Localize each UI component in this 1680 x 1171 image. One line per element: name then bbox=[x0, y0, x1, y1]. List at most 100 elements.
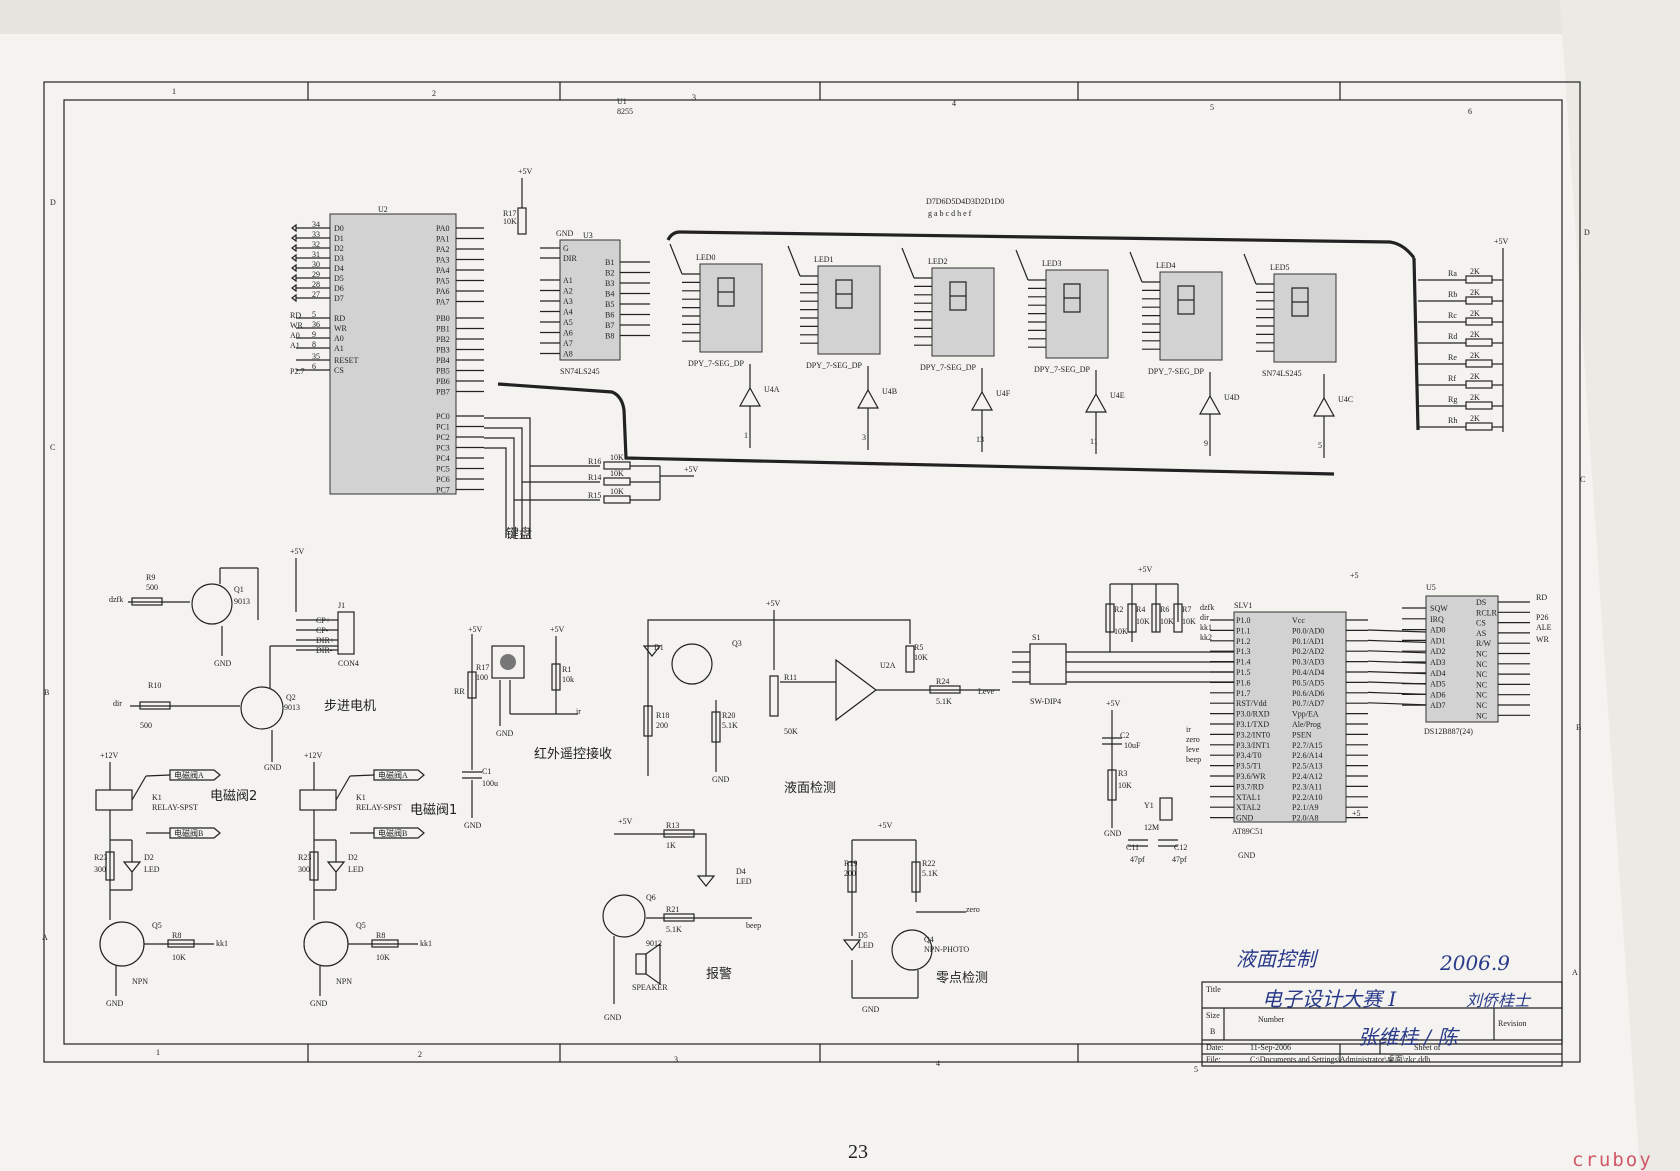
r17-value: 10K bbox=[503, 217, 517, 226]
c1-gnd: GND bbox=[464, 821, 482, 830]
col-marker: 2 bbox=[432, 89, 436, 98]
zero-detect: +5V R19 200 R22 5.1K zero D5 LED Q4 NPN-… bbox=[842, 821, 988, 1014]
display-label: LED5 bbox=[1270, 263, 1290, 272]
r9-label: R9 bbox=[146, 573, 155, 582]
buffer-pin: 9 bbox=[1204, 439, 1208, 448]
col-marker: 6 bbox=[1468, 107, 1472, 116]
sig-kk1: kk1 bbox=[420, 939, 432, 948]
handwritten-title: 液面控制 bbox=[1236, 947, 1319, 971]
u3-gnd: GND bbox=[556, 229, 574, 238]
r10-label: R10 bbox=[148, 681, 161, 690]
u2-pin-number: 5 bbox=[312, 310, 316, 319]
u5-pin-left: AD2 bbox=[1430, 647, 1446, 656]
sig-ir: ir bbox=[576, 707, 581, 716]
u3-part: SN74LS245 bbox=[560, 367, 600, 376]
display-part: DPY_7-SEG_DP bbox=[1148, 367, 1205, 376]
u2a-opamp bbox=[835, 658, 877, 722]
pullup-value: 2K bbox=[1470, 309, 1480, 318]
pullup-bus bbox=[1412, 257, 1420, 431]
zero-label: 零点检测 bbox=[936, 971, 988, 986]
buffer-pin: 13 bbox=[976, 435, 984, 444]
kb-resistor-label: R16 bbox=[588, 457, 601, 466]
reset-crystal: +5V C2 10uF R3 10K GND Y1 12M C11 C12 47… bbox=[1102, 699, 1256, 864]
level-label: 液面检测 bbox=[784, 781, 836, 796]
sol-supply: +12V bbox=[304, 751, 323, 760]
slv1-signal: ir bbox=[1186, 725, 1191, 734]
slv1-signal: leve bbox=[1186, 745, 1200, 754]
u3-pin-label: B2 bbox=[605, 269, 614, 278]
r3-value: 10K bbox=[1118, 781, 1132, 790]
slv1-pin-right: P0.3/AD3 bbox=[1292, 658, 1324, 667]
r8-value: 10K bbox=[376, 953, 390, 962]
ir-receiver: +5V RR R17 100 +5V R1 10k ir GND C1 100u… bbox=[454, 625, 612, 830]
kb-resistor-label: R15 bbox=[588, 491, 601, 500]
display-label: LED2 bbox=[928, 257, 948, 266]
q1-gnd: GND bbox=[214, 659, 232, 668]
sig-zero: zero bbox=[966, 905, 980, 914]
r7-label: R7 bbox=[1182, 605, 1191, 614]
crystal-icon bbox=[1159, 797, 1173, 821]
u2-pin-label: A0 bbox=[334, 334, 344, 343]
buffer-label: U4A bbox=[764, 385, 780, 394]
q1-value: 9013 bbox=[234, 597, 250, 606]
r23-label: R23 bbox=[94, 853, 107, 862]
u3-pin-label: A2 bbox=[563, 287, 573, 296]
handwritten-date: 2006.9 bbox=[1439, 951, 1510, 975]
slv1-signal: kk1 bbox=[1200, 623, 1212, 632]
row-marker: D bbox=[50, 198, 56, 207]
display-label: LED3 bbox=[1042, 259, 1062, 268]
r19-label: R19 bbox=[844, 859, 857, 868]
pullup-label: Rd bbox=[1448, 332, 1457, 341]
r10-value: 500 bbox=[140, 721, 152, 730]
r2-label: R2 bbox=[1114, 605, 1123, 614]
slv1-signal: dzfk bbox=[1200, 603, 1214, 612]
q4-label: Q4 bbox=[924, 935, 934, 944]
solenoid-driver-1: +12VK1RELAY-SPST电磁阀A电磁阀BR23300D2LEDQ5NPN… bbox=[298, 751, 457, 1008]
slv1-pin-right: Vcc bbox=[1292, 616, 1305, 625]
q5-label: Q5 bbox=[356, 921, 366, 930]
seven-seg-icon bbox=[1291, 287, 1309, 317]
sol-gnd: GND bbox=[310, 999, 328, 1008]
slv1-pin-right: P2.0/A8 bbox=[1292, 814, 1318, 823]
c11-label: C11 bbox=[1126, 843, 1139, 852]
display-part: DPY_7-SEG_DP bbox=[688, 359, 745, 368]
slv1-pin-left: P1.5 bbox=[1236, 668, 1250, 677]
q3-transistor bbox=[671, 643, 713, 685]
buffer-pin: 11 bbox=[1090, 437, 1098, 446]
u2-port-pin: PC6 bbox=[436, 475, 450, 484]
number-label: Number bbox=[1258, 1015, 1285, 1024]
u2-port-pin: PA1 bbox=[436, 235, 450, 244]
u2-port-pin: PC5 bbox=[436, 465, 450, 474]
j1-label: J1 bbox=[338, 601, 345, 610]
kb-resistor-value: 10K bbox=[610, 453, 624, 462]
port-tag-b: 电磁阀B bbox=[174, 828, 203, 838]
u5-pin-right: NC bbox=[1476, 711, 1487, 720]
solenoid1-label: 电磁阀1 bbox=[410, 803, 457, 818]
title-label: Title bbox=[1206, 985, 1221, 994]
u2-ext-label: WR bbox=[290, 321, 304, 330]
u2-port-pin: PC0 bbox=[436, 412, 450, 421]
sig-leve: Leve bbox=[978, 687, 994, 696]
r23-value: 300 bbox=[94, 865, 106, 874]
slv1-pin-left: P3.7/RD bbox=[1236, 782, 1264, 791]
lvl-supply: +5V bbox=[766, 599, 781, 608]
buffer-label: U4E bbox=[1110, 391, 1125, 400]
slv1-pin-left: P3.6/WR bbox=[1236, 772, 1266, 781]
u2-pin-label: RD bbox=[334, 314, 345, 323]
r6-value: 10K bbox=[1160, 617, 1174, 626]
q4-value: NPN-PHOTO bbox=[924, 945, 969, 954]
r24-value: 5.1K bbox=[936, 697, 952, 706]
watermark: cruboy bbox=[1572, 1149, 1653, 1171]
slv1-pin-left: P1.2 bbox=[1236, 637, 1250, 646]
u2-port-pin: PA4 bbox=[436, 266, 450, 275]
u5-pin-right: R/W bbox=[1476, 639, 1492, 648]
u2-port-pin: PA7 bbox=[436, 298, 450, 307]
pullup-label: Re bbox=[1448, 353, 1457, 362]
r9-value: 500 bbox=[146, 583, 158, 592]
r17-label: R17 bbox=[503, 209, 516, 218]
u5-pin-right: AS bbox=[1476, 629, 1486, 638]
slv1-pin-left: P3.1/TXD bbox=[1236, 720, 1269, 729]
u2-port-pin: PA5 bbox=[436, 277, 450, 286]
